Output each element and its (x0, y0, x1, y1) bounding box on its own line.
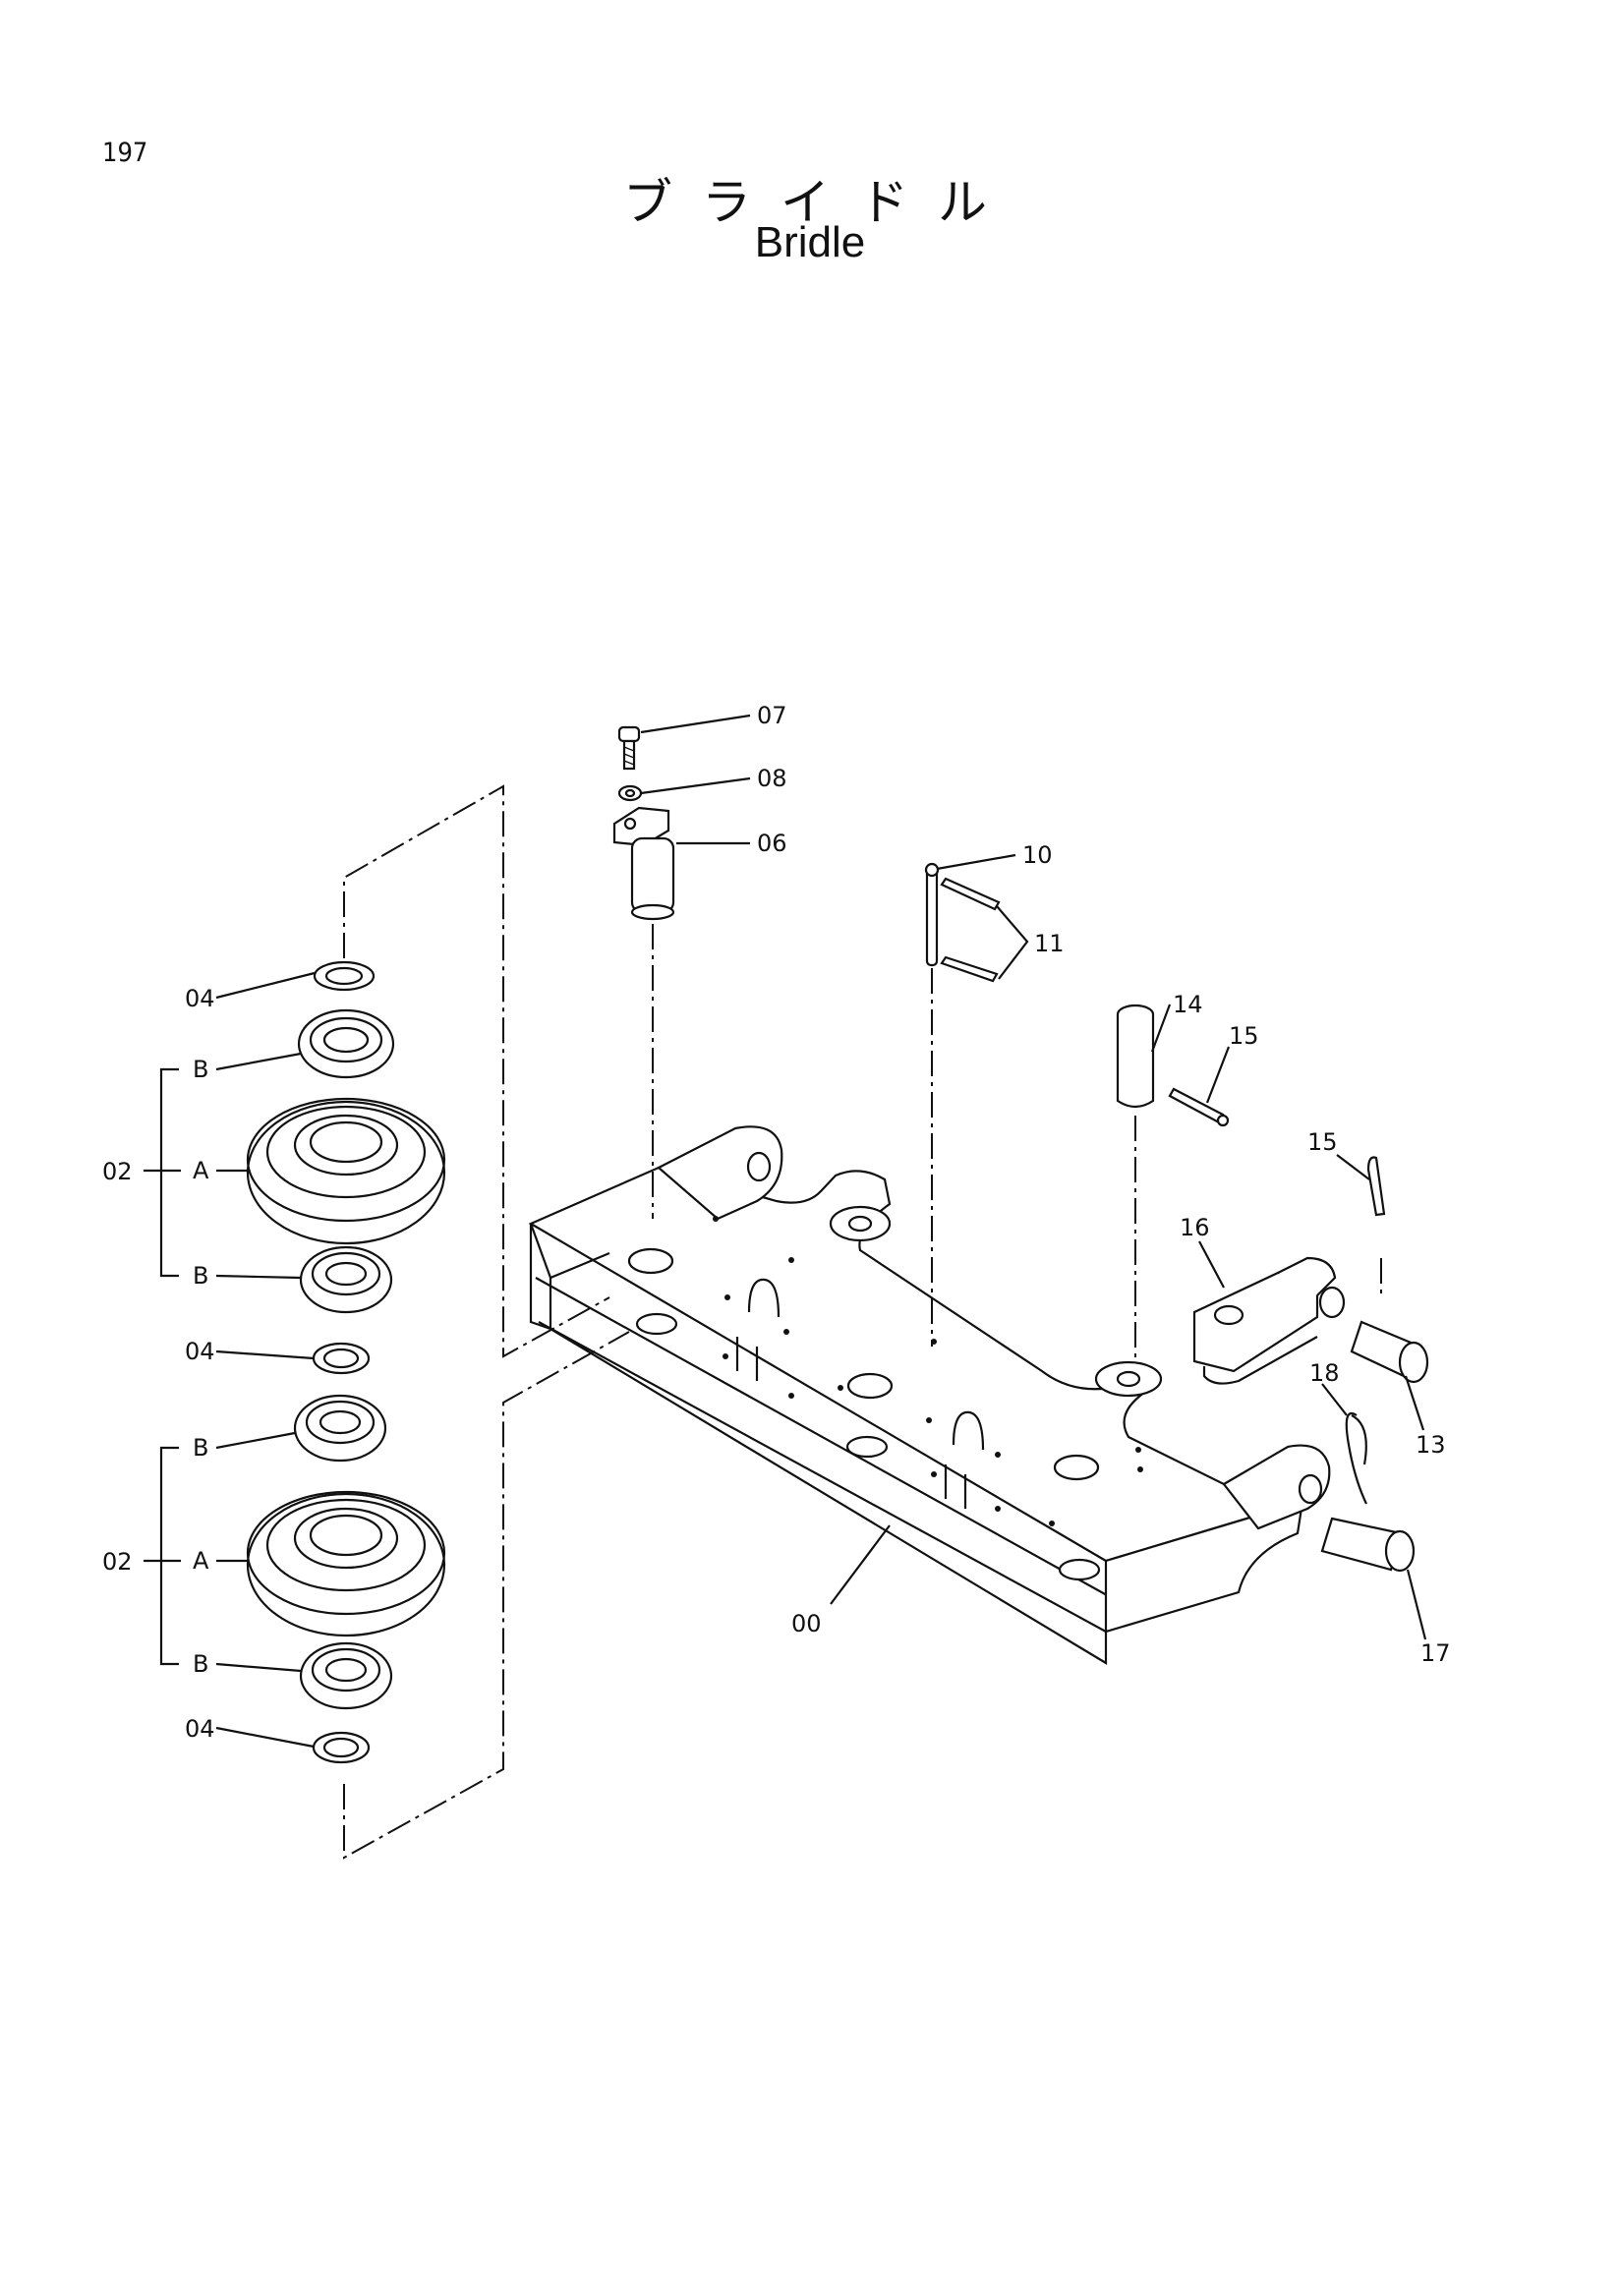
callout-16: 16 (1180, 1214, 1210, 1241)
cotter-pin-eye (1216, 1114, 1230, 1127)
callout-b-1: B (193, 1056, 208, 1083)
bolt-head (617, 725, 641, 743)
pin-plate (612, 806, 670, 847)
callout-15b: 15 (1307, 1128, 1338, 1156)
callout-04-bottom: 04 (185, 1715, 215, 1743)
part-16-clevis (1192, 1256, 1346, 1385)
cotter-pin (1168, 1087, 1225, 1124)
clevis-hole (1213, 1304, 1244, 1326)
pin-rod (925, 865, 939, 967)
callout-02-lower: 02 (102, 1548, 133, 1576)
pin-rod-head (924, 862, 940, 878)
frame-rib (735, 1337, 759, 1381)
part-18-r-pin (1345, 1412, 1367, 1505)
part-02a-sheave-2 (246, 1490, 446, 1637)
callout-17: 17 (1420, 1639, 1451, 1667)
callout-b-2: B (193, 1262, 208, 1290)
pin-body (630, 836, 675, 914)
callout-00: 00 (791, 1610, 822, 1637)
callout-a-1: A (193, 1157, 209, 1184)
part-02b-bearing-3 (293, 1394, 387, 1463)
callout-13: 13 (1416, 1431, 1446, 1459)
bolt-shank (622, 739, 636, 771)
part-02b-bearing-2 (299, 1245, 393, 1314)
clevis-lower (1202, 1336, 1318, 1385)
callout-b-4: B (193, 1650, 208, 1678)
pin-body (1320, 1517, 1403, 1572)
frame-u-hook (747, 1278, 781, 1318)
frame-boss-left-hole (847, 1215, 873, 1233)
frame-hole (635, 1312, 678, 1336)
part-11-split-pins (940, 877, 1001, 983)
callout-07: 07 (757, 702, 787, 729)
assembly-bracket (343, 1331, 630, 1860)
split-pin (940, 955, 999, 983)
pin-head (1398, 1341, 1429, 1384)
bridle-frame (528, 1125, 1331, 1665)
part-06-pin (612, 806, 675, 921)
lug-left-hole (746, 1151, 772, 1182)
part-10-pin (924, 862, 940, 967)
part-07-bolt (617, 725, 641, 771)
frame-right-end-plate (1104, 1500, 1304, 1634)
clevis-ear (1277, 1256, 1337, 1296)
callout-15a: 15 (1229, 1022, 1259, 1050)
frame-hole (627, 1247, 674, 1275)
callout-10: 10 (1022, 841, 1053, 869)
washer-hole (624, 788, 636, 798)
part-13-pin (1350, 1320, 1429, 1384)
part-15-cotter-b (1366, 1156, 1386, 1217)
callout-06: 06 (757, 830, 787, 857)
frame-u-hook (952, 1410, 985, 1451)
part-04-seal-middle (312, 1342, 371, 1375)
part-08-washer (617, 784, 643, 802)
frame-hole (1053, 1454, 1100, 1481)
callout-b-3: B (193, 1434, 208, 1462)
frame-lug-right (1222, 1444, 1331, 1530)
frame-bottom-plate (538, 1321, 1108, 1665)
lug-right-hole (1298, 1473, 1323, 1505)
part-15-cotter-a (1168, 1087, 1230, 1127)
assembly-bracket (343, 784, 610, 1358)
title-japanese: ブライドル (623, 174, 1016, 231)
bolt-thread (623, 746, 635, 766)
pin-end (630, 903, 675, 921)
clevis-ear-hole (1318, 1286, 1346, 1319)
pin-head (1384, 1529, 1416, 1573)
frame-hole (1058, 1558, 1101, 1581)
callout-04-top: 04 (185, 985, 215, 1012)
callout-02-upper: 02 (102, 1158, 133, 1185)
frame-rib (944, 1464, 967, 1509)
part-02a-sheave-1 (246, 1097, 446, 1245)
title-english: Bridle (754, 218, 866, 266)
callout-11: 11 (1034, 930, 1065, 957)
sheave-stack (246, 960, 446, 1764)
r-pin (1345, 1412, 1367, 1505)
part-02b-bearing-1 (297, 1008, 395, 1079)
part-02b-bearing-4 (299, 1641, 393, 1710)
part-17-pin (1320, 1517, 1416, 1573)
part-04-seal-top (313, 960, 376, 992)
frame-boss-right-hole (1116, 1370, 1141, 1388)
part-14-pin (1116, 1004, 1155, 1109)
part-04-seal-bottom (312, 1731, 371, 1764)
callout-04-middle: 04 (185, 1338, 215, 1365)
pin-plate-hole (623, 817, 637, 831)
frame-hole (846, 1372, 894, 1400)
callout-18: 18 (1309, 1359, 1340, 1387)
frame-left-plate (529, 1223, 552, 1331)
frame-hole (845, 1435, 889, 1459)
pin-body (1116, 1014, 1155, 1109)
callout-14: 14 (1173, 991, 1203, 1018)
callout-08: 08 (757, 765, 787, 792)
split-pin (940, 877, 1001, 911)
cotter-pin (1366, 1156, 1386, 1217)
page-number: 197 (102, 138, 148, 168)
frame-lug-left (657, 1125, 783, 1221)
callout-a-2: A (193, 1547, 209, 1575)
callout-labels: 07 08 06 10 11 14 15 15 16 18 13 17 00 0… (102, 702, 1451, 1743)
clevis-body (1192, 1271, 1319, 1373)
leader-lines (144, 714, 1427, 1749)
